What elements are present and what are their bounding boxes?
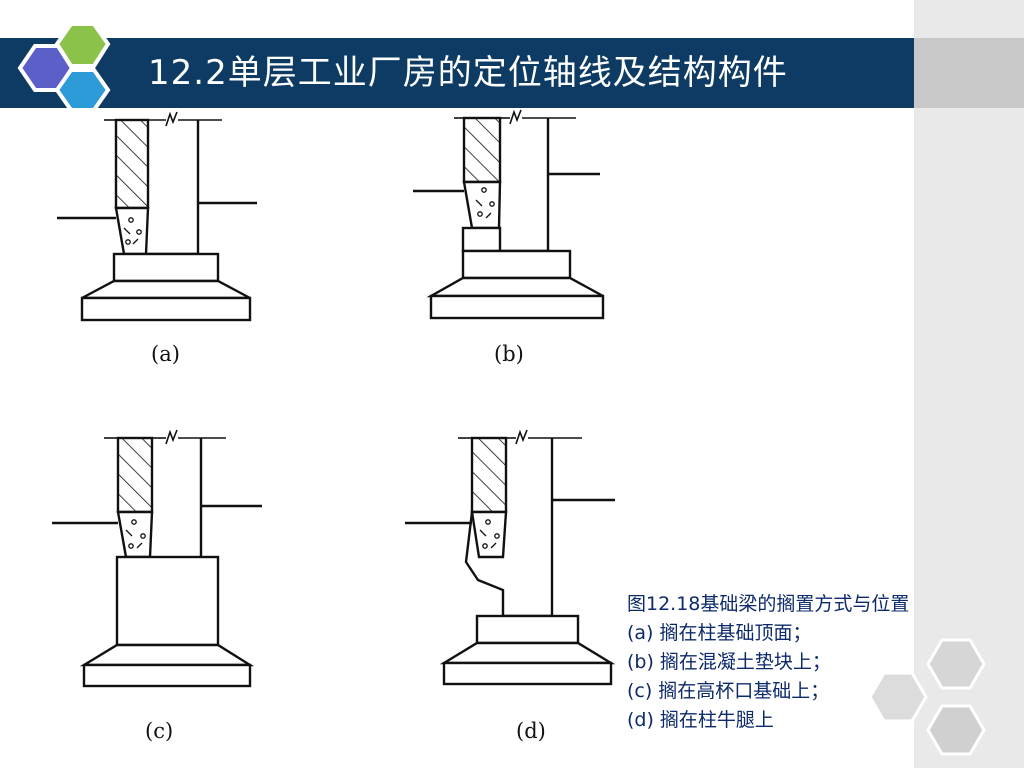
title-bar [0,38,914,108]
caption-c: (c) [145,719,174,743]
diagram-a-footing-top [112,252,220,283]
diagram-b-wall [462,116,502,184]
foundation-beam-diagrams [52,109,616,688]
description-line-a: (a) 搁在柱基础顶面； [627,622,812,644]
diagram-d-beam [470,510,508,559]
diagram-c-footing-base [82,663,252,688]
description-line-d: (d) 搁在柱牛腿上 [627,709,774,731]
slide-title: 12.2单层工业厂房的定位轴线及结构构件 [148,53,788,93]
description-heading: 图12.18基础梁的搁置方式与位置 [627,593,910,615]
hexagon-logo-icon [17,22,111,112]
diagram-c-wall [116,436,154,514]
hex-green-icon [54,22,111,68]
diagram-c-high-cup [115,555,220,647]
diagram-d-footing-base [442,661,613,686]
caption-d: (d) [516,719,546,743]
diagram-b [413,109,605,320]
caption-b: (b) [494,342,524,366]
figure-description: 图12.18基础梁的搁置方式与位置 (a) 搁在柱基础顶面； (b) 搁在混凝土… [627,590,927,735]
diagram-d [405,429,616,686]
diagram-a [57,111,257,322]
diagram-a-footing-base [80,296,252,322]
title-bar-extension [914,38,1024,108]
diagram-c [52,429,262,688]
caption-a: (a) [151,342,180,366]
description-line-c: (c) 搁在高杯口基础上； [627,680,830,702]
diagram-b-footing-base [429,294,605,320]
description-line-b: (b) 搁在混凝土垫块上； [627,651,831,673]
diagram-d-corbel [464,511,505,616]
hex-blue-icon [54,68,111,112]
